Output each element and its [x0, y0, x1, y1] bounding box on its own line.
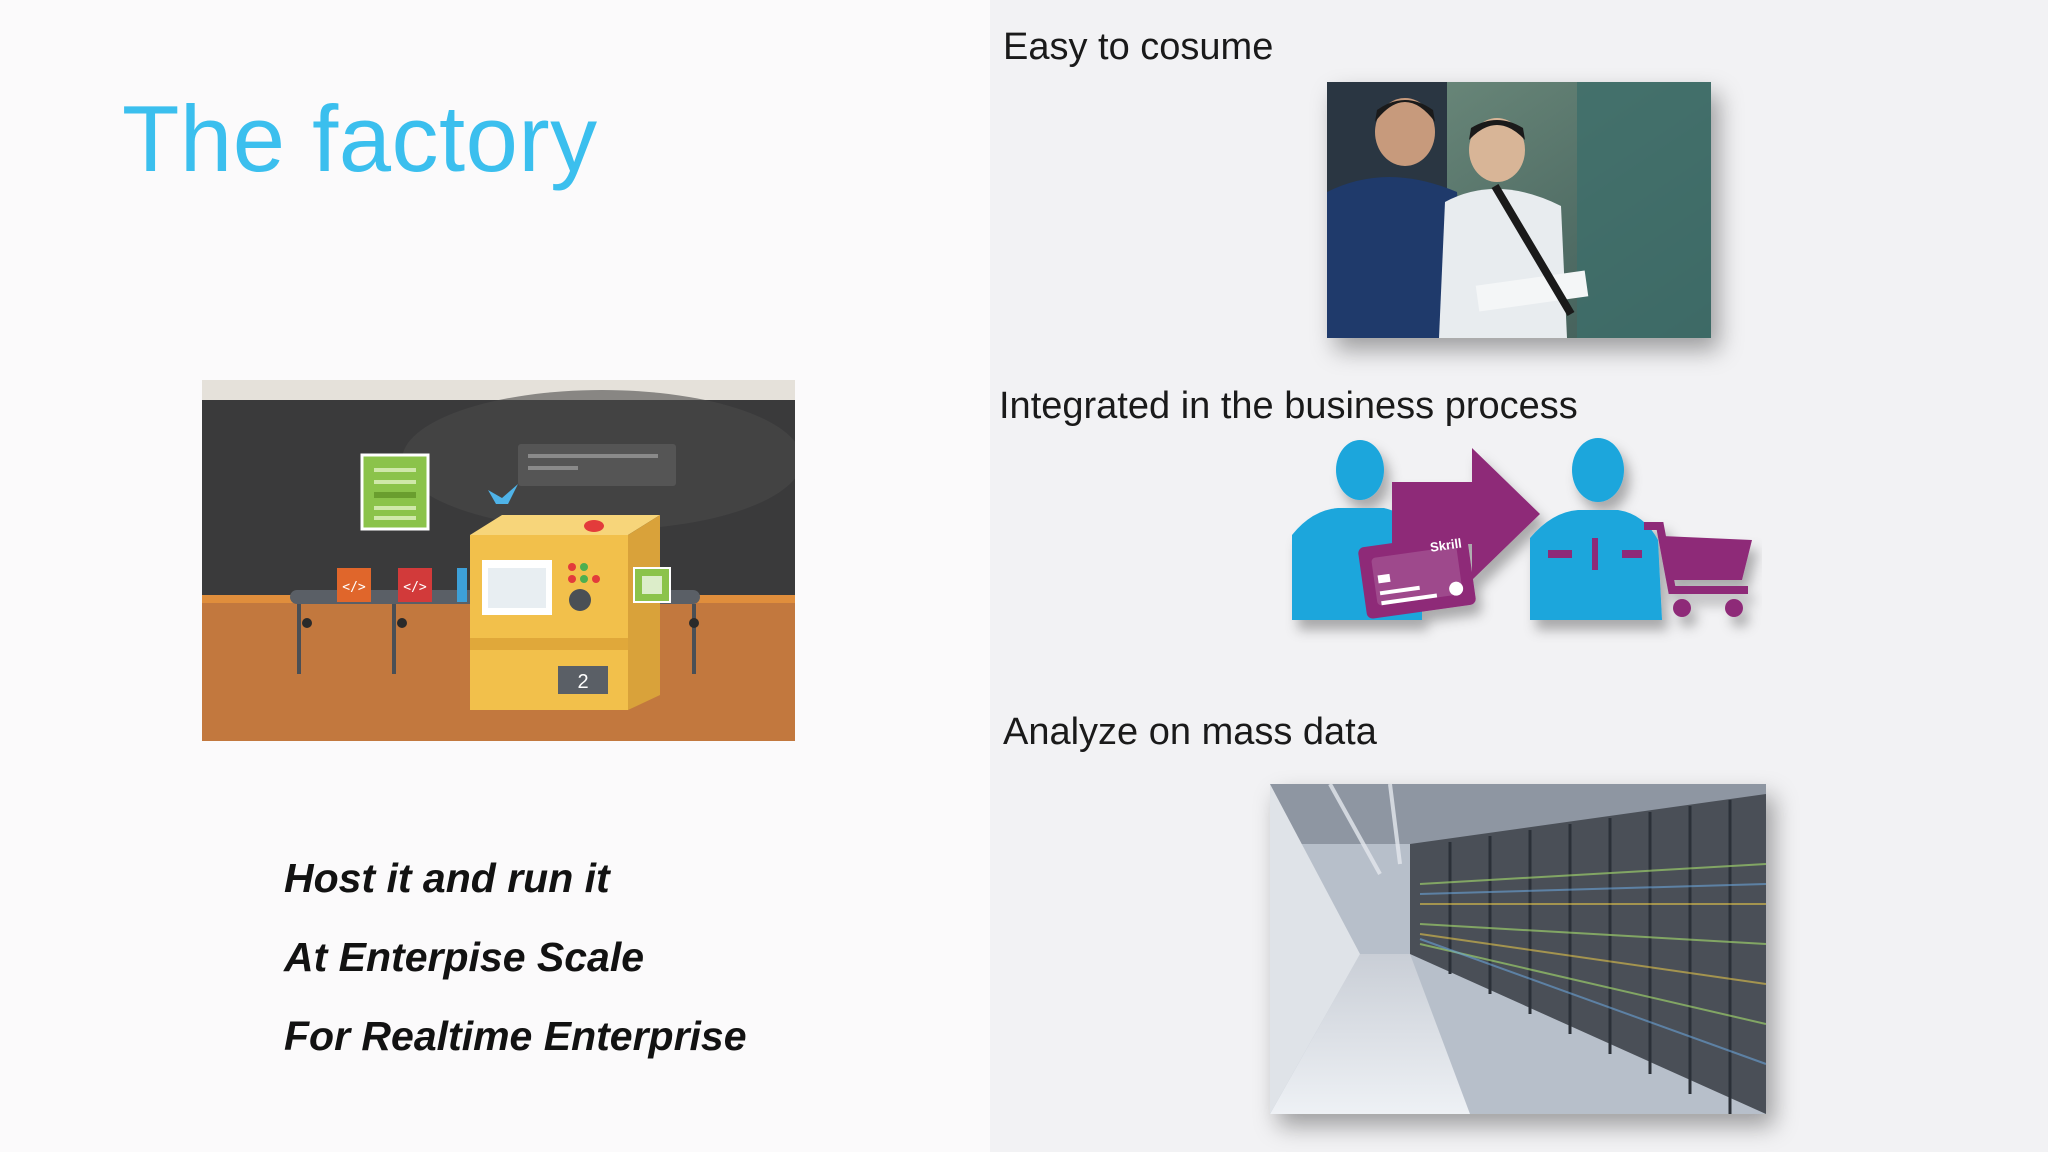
tagline-realtime: For Realtime Enterprise	[284, 1013, 747, 1059]
heading-analyze-mass-data: Analyze on mass data	[1003, 711, 1377, 753]
data-center-photo	[1270, 784, 1766, 1114]
tagline-scale: At Enterpise Scale	[284, 934, 645, 980]
svg-text:</>: </>	[403, 580, 427, 595]
payment-flow-illustration: Skrill	[1292, 438, 1752, 620]
card-brand-text: Skrill	[1429, 536, 1463, 555]
heading-easy-to-consume: Easy to cosume	[1003, 26, 1274, 68]
factory-machine: 2	[470, 515, 660, 710]
code-box-red: </>	[398, 568, 432, 602]
svg-text:</>: </>	[342, 580, 366, 595]
payment-card-icon: Skrill	[1358, 533, 1476, 619]
slide-title: The factory	[122, 86, 598, 191]
output-box-green	[633, 567, 671, 603]
shopping-cart-icon	[1644, 522, 1752, 617]
code-sign-board	[360, 453, 430, 531]
speech-bubble	[518, 444, 676, 486]
seller-person-icon	[1530, 438, 1662, 620]
heading-integrated-business: Integrated in the business process	[999, 385, 1578, 427]
code-box-orange: </>	[337, 568, 371, 602]
bird-icon	[488, 484, 518, 504]
machine-counter: 2	[577, 671, 588, 693]
two-people-tablet-photo	[1327, 82, 1711, 338]
flow-arrow-icon	[1392, 448, 1540, 580]
tagline-host: Host it and run it	[284, 855, 610, 901]
factory-illustration: </> </> 2	[202, 380, 795, 741]
